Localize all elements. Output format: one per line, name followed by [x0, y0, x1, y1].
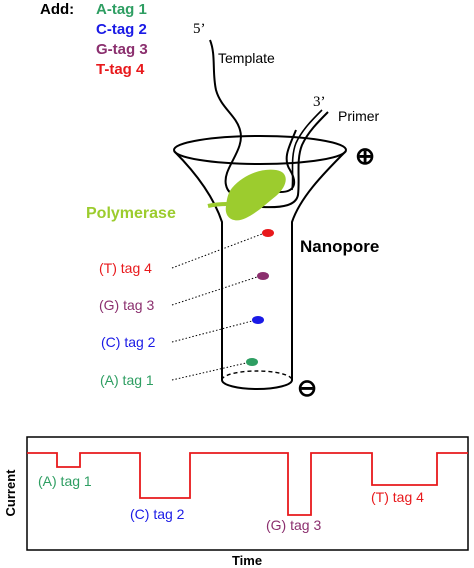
tag-dot-a — [246, 358, 258, 366]
current-trace-line — [27, 452, 468, 516]
trace-event-g-label: (G) tag 3 — [266, 517, 321, 533]
plus-electrode-icon: ⊕ — [355, 143, 375, 170]
add-legend-item-c: C-tag 2 — [96, 21, 147, 38]
tag-dot-g — [257, 272, 269, 280]
minus-electrode-icon: ⊖ — [297, 375, 317, 402]
funnel-left-wall — [173, 150, 223, 380]
primer-label: Primer — [338, 108, 380, 124]
pore-tags: (T) tag 4 (G) tag 3 (C) tag 2 (A) tag 1 — [99, 229, 274, 388]
tag-leader-c — [171, 320, 253, 343]
tag-leader-t — [171, 233, 263, 269]
template-strand — [209, 39, 297, 198]
funnel-rim — [173, 135, 347, 165]
primer-strand-parallel — [291, 109, 323, 191]
tag-dot-c — [252, 316, 264, 324]
trace-frame — [26, 436, 469, 551]
template-label: Template — [218, 50, 275, 66]
primer-strand — [261, 111, 329, 209]
add-legend-item-t: T-tag 4 — [96, 61, 145, 78]
tag-label-t: (T) tag 4 — [99, 260, 152, 276]
trace-event-c-label: (C) tag 2 — [130, 506, 185, 522]
add-legend: Add: A-tag 1 C-tag 2 G-tag 3 T-tag 4 — [40, 1, 148, 78]
add-legend-item-a: A-tag 1 — [96, 1, 147, 18]
polymerase-label: Polymerase — [86, 205, 176, 222]
polymerase-blob — [225, 169, 286, 221]
template-5prime-label: 5’ — [193, 21, 206, 37]
funnel-right-wall — [291, 150, 347, 380]
tag-leader-a — [171, 362, 247, 381]
primer-3prime-label: 3’ — [313, 94, 326, 110]
funnel-bottom-front — [221, 379, 293, 390]
add-legend-item-g: G-tag 3 — [96, 41, 148, 58]
nanopore-label: Nanopore — [300, 237, 379, 256]
trace-y-axis-label: Current — [3, 469, 18, 517]
add-legend-prefix: Add: — [40, 1, 74, 18]
funnel-bottom-back — [221, 370, 293, 381]
nanopore-funnel — [173, 135, 347, 390]
tag-leader-g — [171, 276, 258, 306]
trace-x-axis-label: Time — [232, 553, 262, 568]
tag-label-c: (C) tag 2 — [101, 334, 156, 350]
trace-event-a-label: (A) tag 1 — [38, 473, 92, 489]
current-trace-panel: Current Time (A) tag 1 (C) tag 2 (G) tag… — [3, 436, 469, 568]
tag-dot-t — [262, 229, 274, 237]
polymerase-pointer — [207, 202, 229, 208]
trace-event-t-label: (T) tag 4 — [371, 489, 424, 505]
tag-label-a: (A) tag 1 — [100, 372, 154, 388]
tag-label-g: (G) tag 3 — [99, 297, 154, 313]
